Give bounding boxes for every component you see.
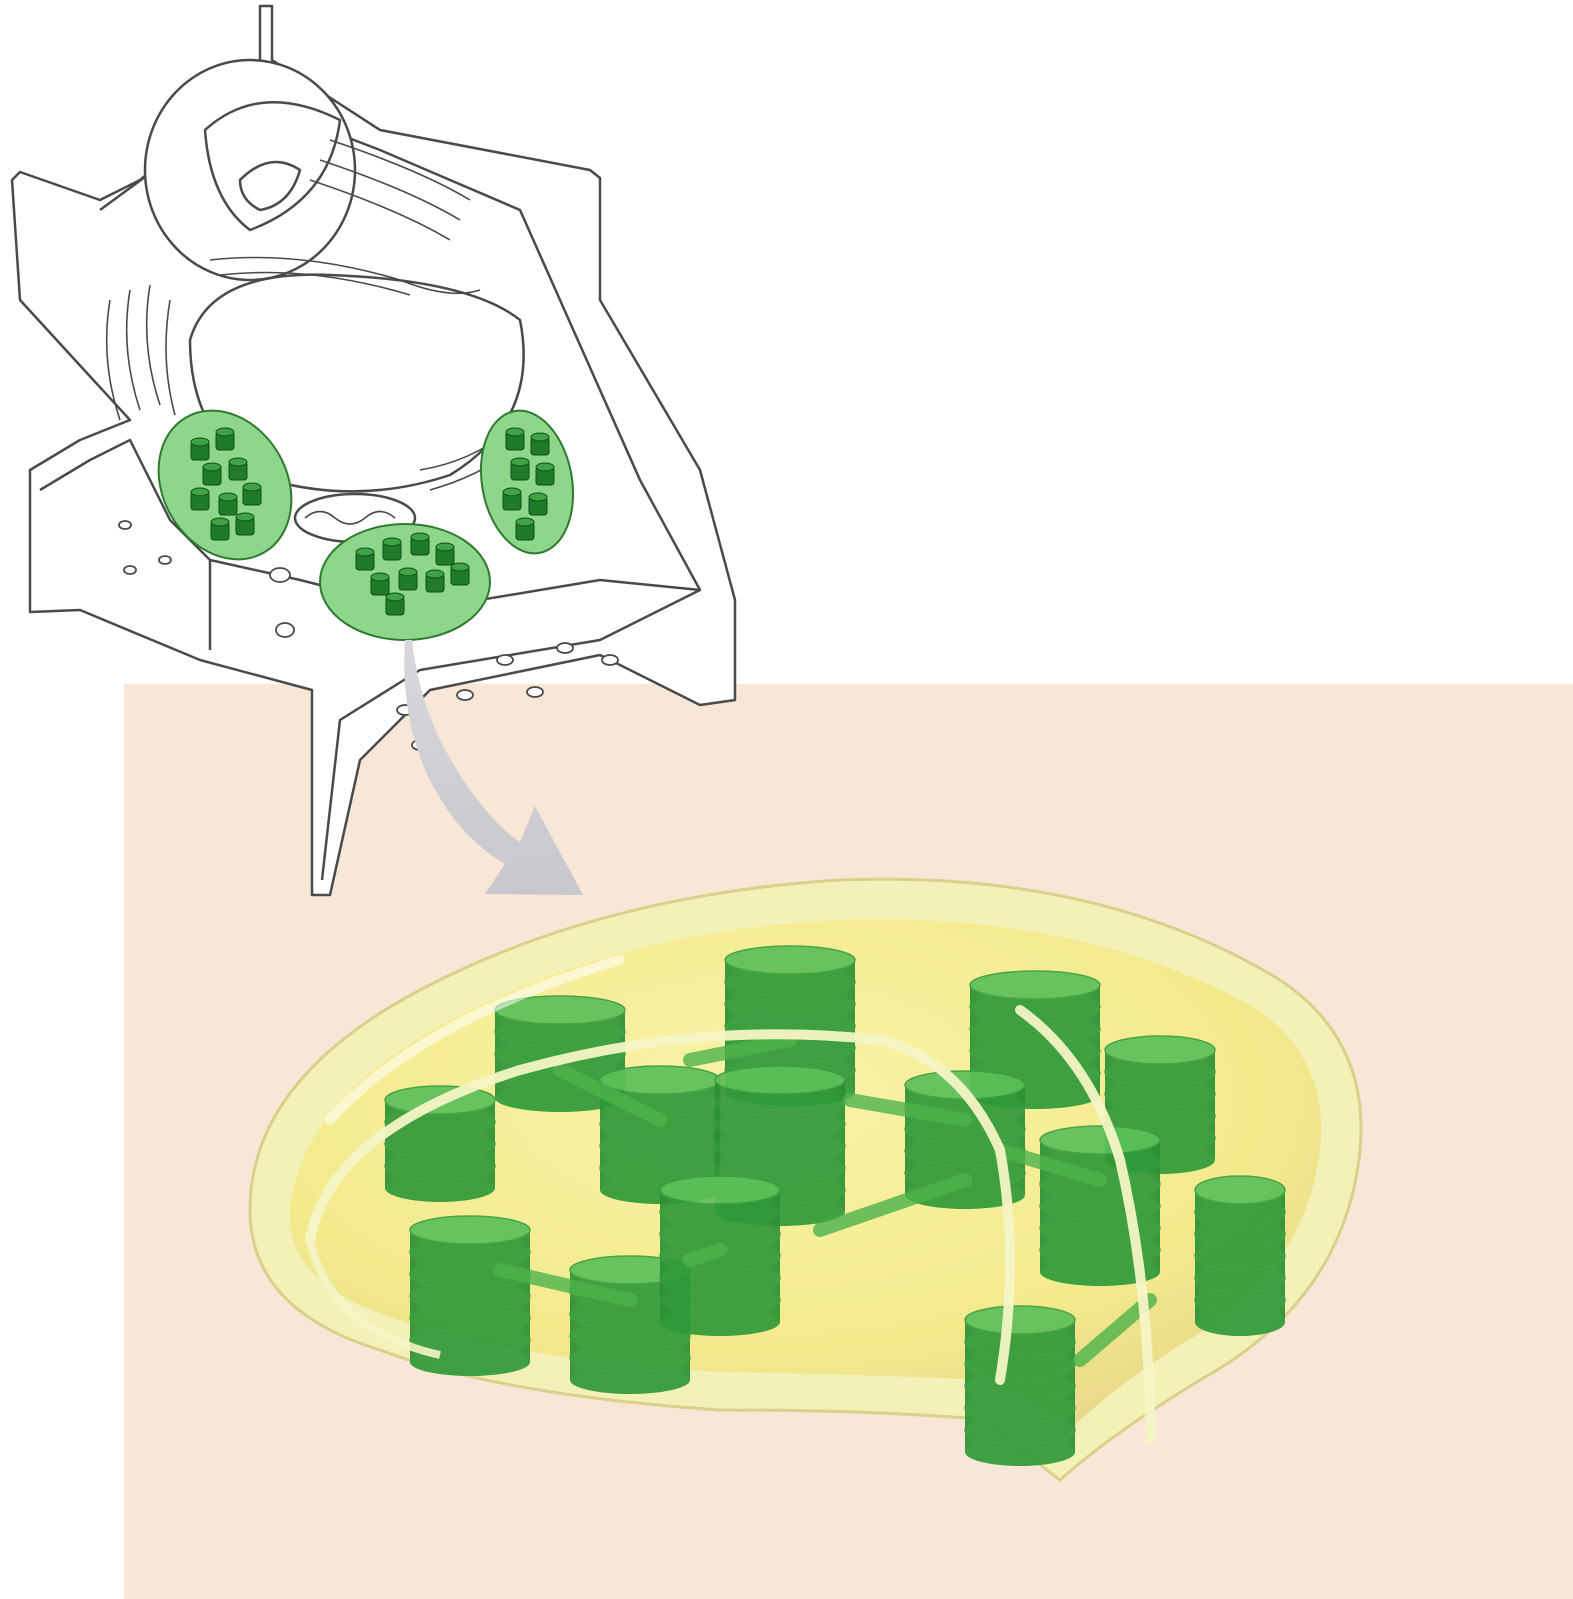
cell-granum [386, 593, 404, 615]
cell-granum [191, 488, 209, 510]
cell-granum [191, 438, 209, 460]
cell-granum [536, 463, 554, 485]
cell-granum [426, 570, 444, 592]
cell-granum [211, 518, 229, 540]
cell-granum [511, 458, 529, 480]
cell-granum [243, 483, 261, 505]
cell-granum [529, 493, 547, 515]
cell-granum [531, 433, 549, 455]
cell-granum [216, 428, 234, 450]
cell-granum [506, 428, 524, 450]
stroma-lamella [690, 1250, 720, 1260]
cell-granum [356, 548, 374, 570]
cell-granum [411, 533, 429, 555]
cell-granum [219, 493, 237, 515]
cell-granum [451, 563, 469, 585]
cell-granum [236, 513, 254, 535]
granum-stack [965, 1306, 1075, 1466]
cell-granum [203, 463, 221, 485]
cell-granum [399, 568, 417, 590]
cell-granum [516, 518, 534, 540]
cell-granum [371, 573, 389, 595]
cell-granum [383, 538, 401, 560]
granum-stack [1195, 1176, 1285, 1336]
cell-granum [229, 458, 247, 480]
cell-granum [503, 488, 521, 510]
cell-granum [436, 543, 454, 565]
